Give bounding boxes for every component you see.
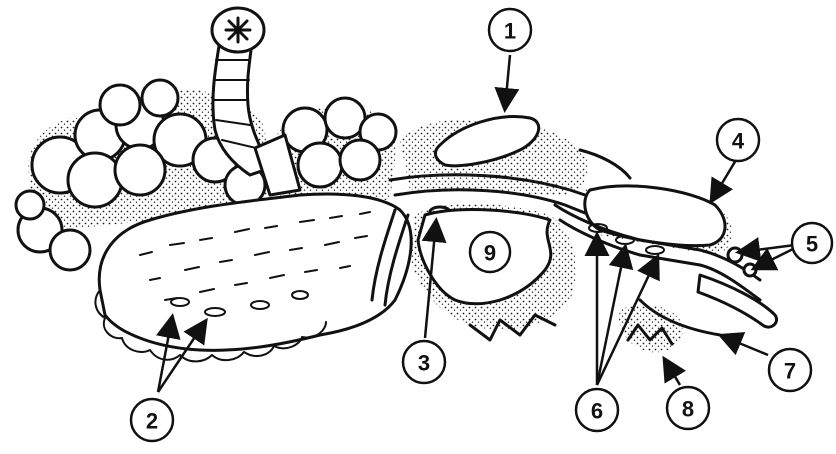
callout-2: 2 [131,399,173,441]
leader-5b [755,248,795,268]
callout-9: 9 [470,232,510,272]
callout-5: 5 [792,223,832,263]
callout-7-label: 7 [784,359,796,384]
callout-1-label: 1 [504,19,516,44]
callout-8: 8 [667,387,709,429]
callout-3-label: 3 [418,351,430,376]
callout-8-label: 8 [682,397,694,422]
lower-right-structure [619,305,683,353]
leader-1 [505,55,510,108]
callout-1: 1 [489,9,531,51]
callout-4-label: 4 [732,129,745,154]
callout-2-label: 2 [146,409,158,434]
upper-right-lobe [400,117,630,195]
callout-9-label: 9 [484,241,496,266]
callout-6: 6 [576,389,618,431]
callout-4: 4 [717,119,759,161]
callout-5-label: 5 [806,232,818,257]
callout-6-label: 6 [591,399,603,424]
center-lobed-cluster [255,98,396,200]
leader-7 [722,336,768,355]
right-organ [555,186,760,300]
callout-3: 3 [403,341,445,383]
leader-4 [712,160,736,200]
callout-7: 7 [769,349,811,391]
leader-8 [665,360,680,385]
